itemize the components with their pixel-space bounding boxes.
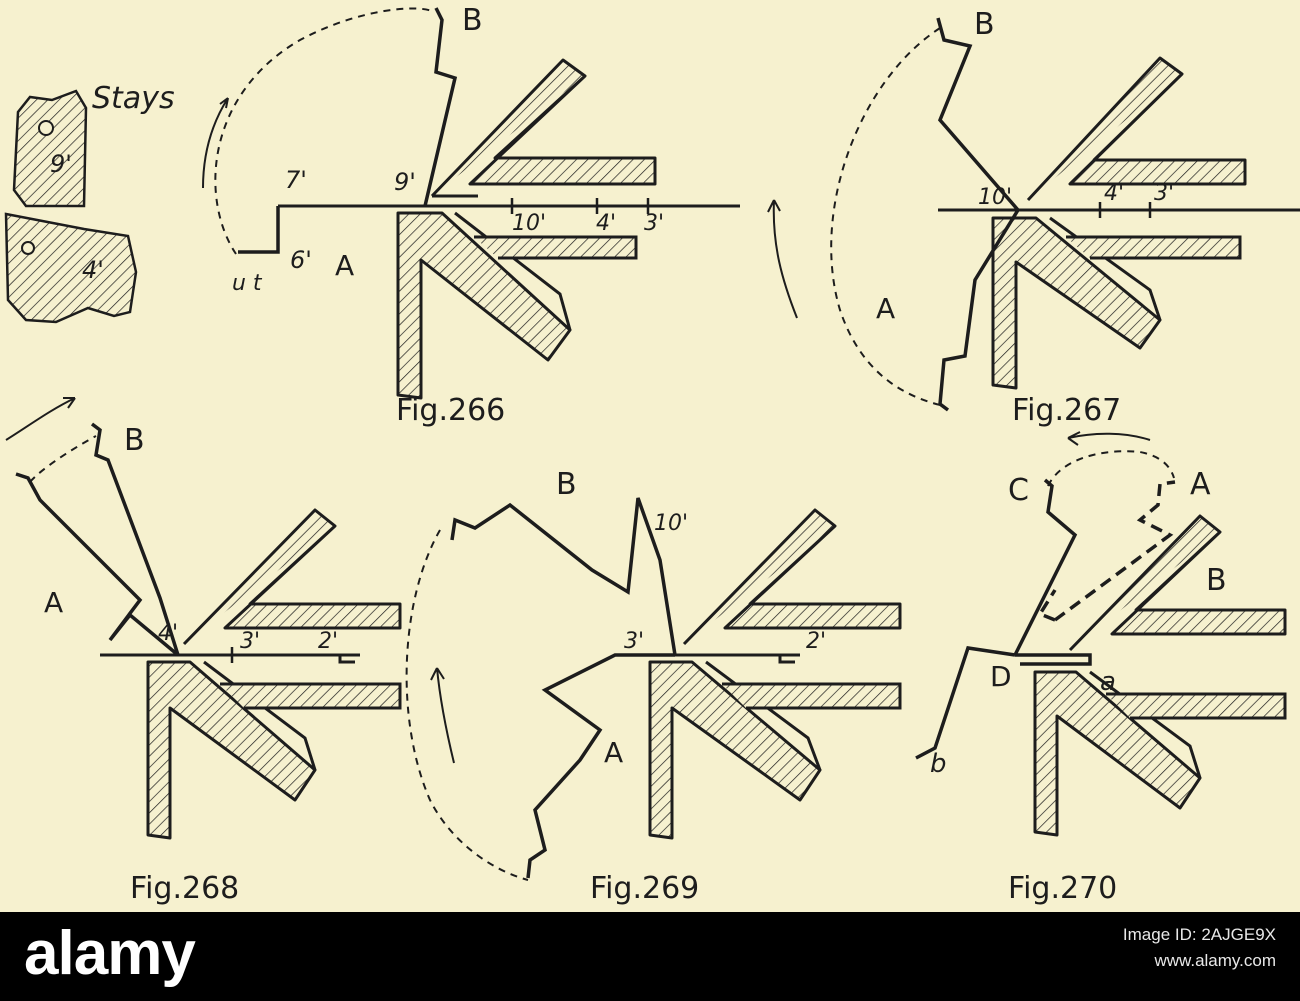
site-url: www.alamy.com [1154,951,1276,970]
mark-ut: u t [232,271,263,296]
label-a: A [1190,467,1211,502]
fig-267: B A 10' 4' 3' Fig.267 [767,7,1300,428]
swing-arc [405,529,529,881]
mark-3: 3' [240,629,260,654]
label-b: B [124,423,145,458]
rotation-arrow [1067,431,1151,446]
angle-iron-lower [991,216,1242,390]
bent-sheet-a [938,209,1020,412]
swing-arc [830,27,941,406]
mark-9: 9' [394,168,416,196]
mark-3: 3' [624,629,644,654]
label-a: A [604,736,623,769]
caption-269: Fig.269 [590,871,699,906]
angle-iron-lower [146,660,402,840]
sheet-b-dashed [1053,480,1176,622]
stay-4-block [4,212,138,324]
swing-arc [214,7,435,255]
label-b: B [556,467,577,502]
bent-sheet-b [450,497,677,656]
stay-4-label: 4' [82,256,104,284]
sheet-a [238,206,280,254]
fig-268: B A 4' 3' 2' Fig.268 [5,397,402,906]
mark-2: 2' [806,629,826,654]
swing-arc [29,435,97,483]
label-b: B [974,7,995,42]
bent-sheet-b [423,7,458,207]
angle-iron-upper [182,508,402,646]
rotation-arrow [767,199,798,319]
angle-iron-lower [396,211,638,400]
mark-4: 4' [596,211,616,236]
mark-10: 10' [978,185,1012,210]
label-a: A [335,249,354,282]
caption-267: Fig.267 [1012,393,1121,428]
angle-iron-lower [648,660,902,840]
stay-9-label: 9' [50,150,72,178]
footer-meta: Image ID: 2AJGE9X www.alamy.com [1123,922,1276,974]
bent-sheet-b [90,422,180,656]
angle-iron-upper [1068,514,1287,652]
stays-title: Stays [92,81,175,116]
swing-arc [1047,450,1175,487]
mark-4: 4' [158,621,178,646]
mark-3: 3' [1154,181,1174,206]
joint-fold [1015,653,1092,666]
label-d: D [990,660,1012,693]
mark-3: 3' [644,211,664,236]
label-small-a: a [1100,667,1116,697]
mark-10: 10' [512,211,546,236]
diagram-svg: Stays 9' 4' B A 7' 9' 6' 10' 4' 3' [4,3,1300,906]
diagram-plate: Stays 9' 4' B A 7' 9' 6' 10' 4' 3' [4,3,1300,906]
bent-sheet-a [15,472,180,657]
sheet-d [915,646,1016,760]
mark-4: 4' [1104,181,1124,206]
caption-270: Fig.270 [1008,871,1117,906]
fig-270: C A B D a b Fig.270 [915,431,1287,906]
label-a: A [876,292,895,325]
mark-2: 2' [318,629,338,654]
label-small-b: b [930,749,947,779]
fig-269: B A 10' 3' 2' Fig.269 [405,467,902,906]
rotation-arrow [430,667,455,764]
rotation-arrow [202,97,229,189]
stock-footer: alamy Image ID: 2AJGE9X www.alamy.com [0,912,1300,1001]
rotation-arrow [5,397,76,441]
stays-sketch: Stays 9' 4' [4,81,175,324]
fig-266: B A 7' 9' 6' 10' 4' 3' u t Fig.266 [202,3,740,428]
angle-iron-upper [430,58,657,198]
stay-9-block [12,89,88,208]
mark-6: 6' [290,246,312,274]
angle-iron-upper [1026,56,1247,202]
label-a: A [44,586,63,619]
mark-10: 10' [654,511,688,536]
brand-logo: alamy [24,919,196,988]
bent-sheet-a [526,653,675,879]
image-id: Image ID: 2AJGE9X [1122,925,1276,944]
angle-iron-lower [1033,670,1287,837]
caption-268: Fig.268 [130,871,239,906]
label-b: B [1206,563,1227,598]
angle-iron-upper [682,508,902,646]
bent-sheet-b [936,17,1020,212]
mark-7: 7' [285,166,307,194]
label-b: B [462,3,483,38]
caption-266: Fig.266 [396,393,505,428]
label-c: C [1008,473,1029,508]
